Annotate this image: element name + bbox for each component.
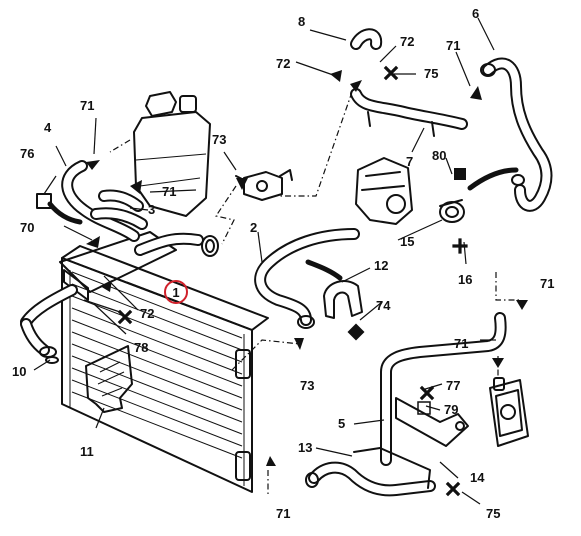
pipe-7	[350, 88, 468, 137]
callout-11: 11	[80, 444, 94, 459]
hose-3	[90, 189, 148, 230]
callout-70: 70	[20, 220, 34, 235]
callout-76: 76	[20, 146, 34, 161]
highlight-ring	[164, 280, 188, 304]
callout-4: 4	[44, 120, 52, 135]
callout-16: 16	[458, 272, 472, 287]
square-symbols	[347, 168, 466, 415]
clamp-15	[439, 167, 519, 223]
callout-3: 3	[148, 202, 155, 217]
hose-1	[134, 232, 219, 257]
callout-71-bottom: 71	[276, 506, 290, 521]
callout-79: 79	[444, 402, 458, 417]
callout-72-left: 72	[276, 56, 290, 71]
callout-14: 14	[470, 470, 485, 485]
hose-8	[350, 28, 383, 50]
callout-73-upper: 73	[212, 132, 226, 147]
pipe-5	[380, 312, 507, 466]
callout-10: 10	[12, 364, 26, 379]
cross-symbols	[117, 65, 468, 497]
hose-2	[254, 228, 360, 329]
arrowheads	[86, 70, 528, 466]
highlight-part-1: 1	[164, 280, 188, 304]
callout-6: 6	[472, 6, 479, 21]
callout-72-top: 72	[400, 34, 414, 49]
callout-74: 74	[376, 298, 391, 313]
callout-75-top: 75	[424, 66, 438, 81]
hose-6	[480, 57, 553, 212]
callout-8: 8	[298, 14, 305, 29]
callout-71-right: 71	[540, 276, 554, 291]
hose-13	[305, 447, 436, 497]
thermostat-housing	[355, 157, 413, 225]
callout-1: 1	[172, 285, 179, 300]
hose-10	[20, 284, 78, 364]
callout-71-top-right: 71	[446, 38, 460, 53]
callout-71-upper-left: 71	[80, 98, 94, 113]
chain-lines	[109, 91, 522, 496]
callout-75-bottom: 75	[486, 506, 500, 521]
bracket-14	[395, 397, 469, 447]
bracket-11	[85, 345, 133, 413]
callout-80: 80	[432, 148, 446, 163]
expansion-tank	[133, 91, 211, 217]
callout-77: 77	[446, 378, 460, 393]
callout-72-lower: 72	[140, 306, 154, 321]
callout-78: 78	[134, 340, 148, 355]
callout-71-mid-left: 71	[162, 184, 176, 199]
callout-7: 7	[406, 154, 413, 169]
hose-4	[61, 160, 140, 242]
callout-12: 12	[374, 258, 388, 273]
callout-15: 15	[400, 234, 414, 249]
callout-71-lower-right: 71	[454, 336, 468, 351]
radiator	[59, 231, 269, 493]
callout-13: 13	[298, 440, 312, 455]
clip-12	[305, 259, 363, 319]
leader-lines	[33, 17, 496, 505]
callout-5: 5	[338, 416, 345, 431]
callout-2: 2	[250, 220, 257, 235]
callout-labels: 8 6 72 71 72 75 71 4 73 7 80 76 71 3 70 …	[12, 6, 554, 521]
callout-73-lower: 73	[300, 378, 314, 393]
oil-cooler	[489, 377, 529, 447]
